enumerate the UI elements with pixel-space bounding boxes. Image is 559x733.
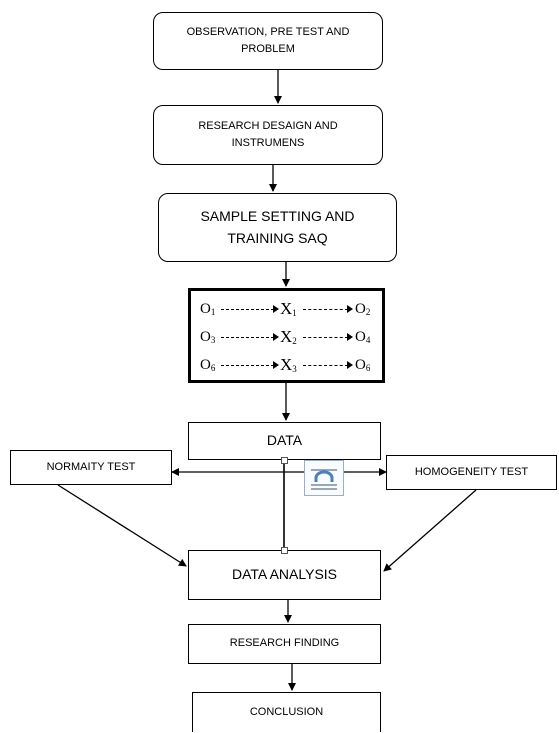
- treatment-symbol: X3: [280, 355, 297, 374]
- arrowhead-icon: [347, 361, 353, 369]
- dashed-arrow-line: [221, 309, 274, 310]
- design-row: O3 X2 O4: [191, 327, 382, 347]
- arrowhead-icon: [273, 361, 279, 369]
- layout-options-icon[interactable]: [304, 460, 344, 496]
- posttest-symbol: O4: [355, 329, 371, 345]
- layout-options-glyph: [311, 469, 337, 490]
- arrowhead-icon: [273, 305, 279, 313]
- arrowhead-icon: [347, 305, 353, 313]
- step-data-box: DATA: [188, 422, 381, 460]
- arrowhead-icon: [273, 333, 279, 341]
- step-observation-label: OBSERVATION, PRE TEST AND PROBLEM: [186, 25, 350, 55]
- connector-start-handle[interactable]: [281, 457, 288, 464]
- dashed-arrow-line: [221, 365, 274, 366]
- step-conclusion-label: CONCLUSION: [249, 705, 324, 718]
- homogeneity-test-label: HOMOGENEITY TEST: [414, 465, 529, 478]
- arrow-homogeneity-to-analysis: [383, 489, 477, 572]
- step-sample-setting-box: SAMPLE SETTING AND TRAINING SAQ: [158, 193, 397, 262]
- pretest-symbol: O6: [200, 357, 216, 373]
- homogeneity-test-box: HOMOGENEITY TEST: [386, 455, 557, 490]
- posttest-symbol: O2: [355, 301, 371, 317]
- research-design-table: O1 X1 O2 O3 X2 O4 O6 X3 O6: [188, 288, 385, 383]
- dashed-arrow-line: [221, 337, 274, 338]
- arrow-normality-to-analysis: [57, 484, 187, 567]
- normality-test-label: NORMAITY TEST: [46, 460, 136, 473]
- step-data-analysis-box: DATA ANALYSIS: [188, 550, 381, 600]
- treatment-symbol: X2: [280, 327, 297, 346]
- step-research-finding-box: RESEARCH FINDING: [188, 624, 381, 664]
- step-data-label: DATA: [266, 432, 303, 449]
- step-research-finding-label: RESEARCH FINDING: [229, 637, 340, 650]
- pretest-symbol: O3: [200, 329, 216, 345]
- posttest-symbol: O6: [355, 357, 371, 373]
- step-sample-setting-label: SAMPLE SETTING AND TRAINING SAQ: [200, 207, 355, 246]
- step-conclusion-box: CONCLUSION: [192, 692, 381, 732]
- pretest-symbol: O1: [200, 301, 216, 317]
- step-data-analysis-label: DATA ANALYSIS: [231, 566, 338, 583]
- dashed-arrow-line: [303, 309, 348, 310]
- design-row: O1 X1 O2: [191, 299, 382, 319]
- dashed-arrow-line: [303, 365, 348, 366]
- dashed-arrow-line: [303, 337, 348, 338]
- normality-test-box: NORMAITY TEST: [10, 450, 172, 485]
- treatment-symbol: X1: [280, 299, 297, 318]
- arrowhead-icon: [347, 333, 353, 341]
- connector-end-handle[interactable]: [281, 547, 288, 554]
- step-observation-box: OBSERVATION, PRE TEST AND PROBLEM: [153, 12, 383, 70]
- design-row: O6 X3 O6: [191, 355, 382, 375]
- step-research-design-box: RESEARCH DESAIGN AND INSTRUMENS: [153, 105, 383, 165]
- step-research-design-label: RESEARCH DESAIGN AND INSTRUMENS: [198, 119, 338, 149]
